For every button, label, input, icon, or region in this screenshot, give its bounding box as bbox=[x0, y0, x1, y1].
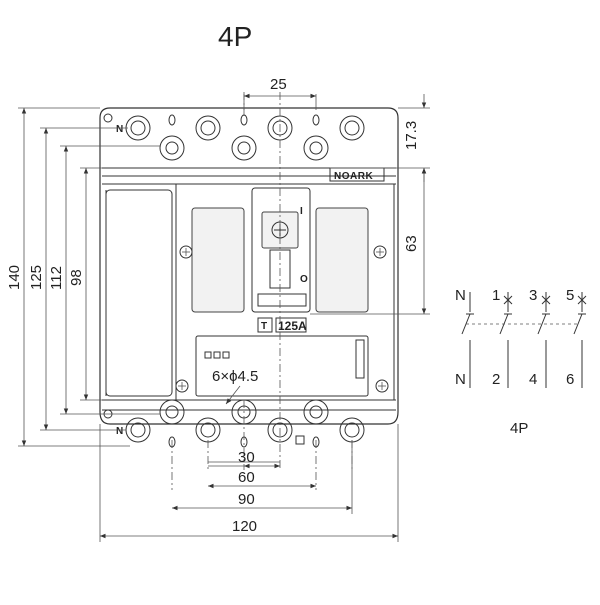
breaker-body bbox=[99, 107, 399, 425]
dim-pitch-top: 25 bbox=[270, 76, 287, 93]
hole-note: 6×ϕ4.5 bbox=[212, 368, 258, 385]
rating-badge bbox=[275, 317, 307, 333]
dim-width-60: 60 bbox=[238, 469, 255, 486]
neutral-mark-top: N bbox=[116, 124, 123, 135]
mounting-screws bbox=[103, 113, 389, 419]
dim-width-30: 30 bbox=[238, 449, 255, 466]
left-window bbox=[191, 207, 245, 313]
trip-badge bbox=[257, 317, 273, 333]
dim-height-125: 125 bbox=[28, 265, 45, 290]
rating-label: 125A bbox=[278, 319, 307, 333]
dim-offset-top: 17.3 bbox=[403, 121, 420, 150]
neutral-mark-bottom: N bbox=[116, 426, 123, 437]
switch-off-mark: O bbox=[300, 274, 308, 285]
pole-schematic: N 1 3 5 N 2 4 6 4P bbox=[455, 287, 587, 437]
schematic-bottom-label-1: N bbox=[455, 371, 466, 388]
switch-on-mark: I bbox=[300, 206, 303, 217]
trip-symbol: T bbox=[261, 321, 267, 332]
right-window bbox=[315, 207, 369, 313]
schematic-bottom-label-3: 4 bbox=[529, 371, 537, 388]
schematic-caption: 4P bbox=[510, 420, 528, 437]
dim-height-98: 98 bbox=[68, 269, 85, 286]
dim-height-63: 63 bbox=[403, 235, 420, 252]
schematic-top-label-3: 3 bbox=[529, 287, 537, 304]
schematic-bottom-label-4: 6 bbox=[566, 371, 574, 388]
dim-width-90: 90 bbox=[238, 491, 255, 508]
dim-width-120: 120 bbox=[232, 518, 257, 535]
schematic-top-label-4: 5 bbox=[566, 287, 574, 304]
page-title: 4P bbox=[218, 21, 252, 52]
schematic-top-label-1: N bbox=[455, 287, 466, 304]
schematic-bottom-label-2: 2 bbox=[492, 371, 500, 388]
brand-label: NOARK bbox=[334, 171, 373, 182]
dim-height-140: 140 bbox=[6, 265, 23, 290]
dim-height-112: 112 bbox=[48, 266, 65, 290]
schematic-top-label-2: 1 bbox=[492, 287, 500, 304]
